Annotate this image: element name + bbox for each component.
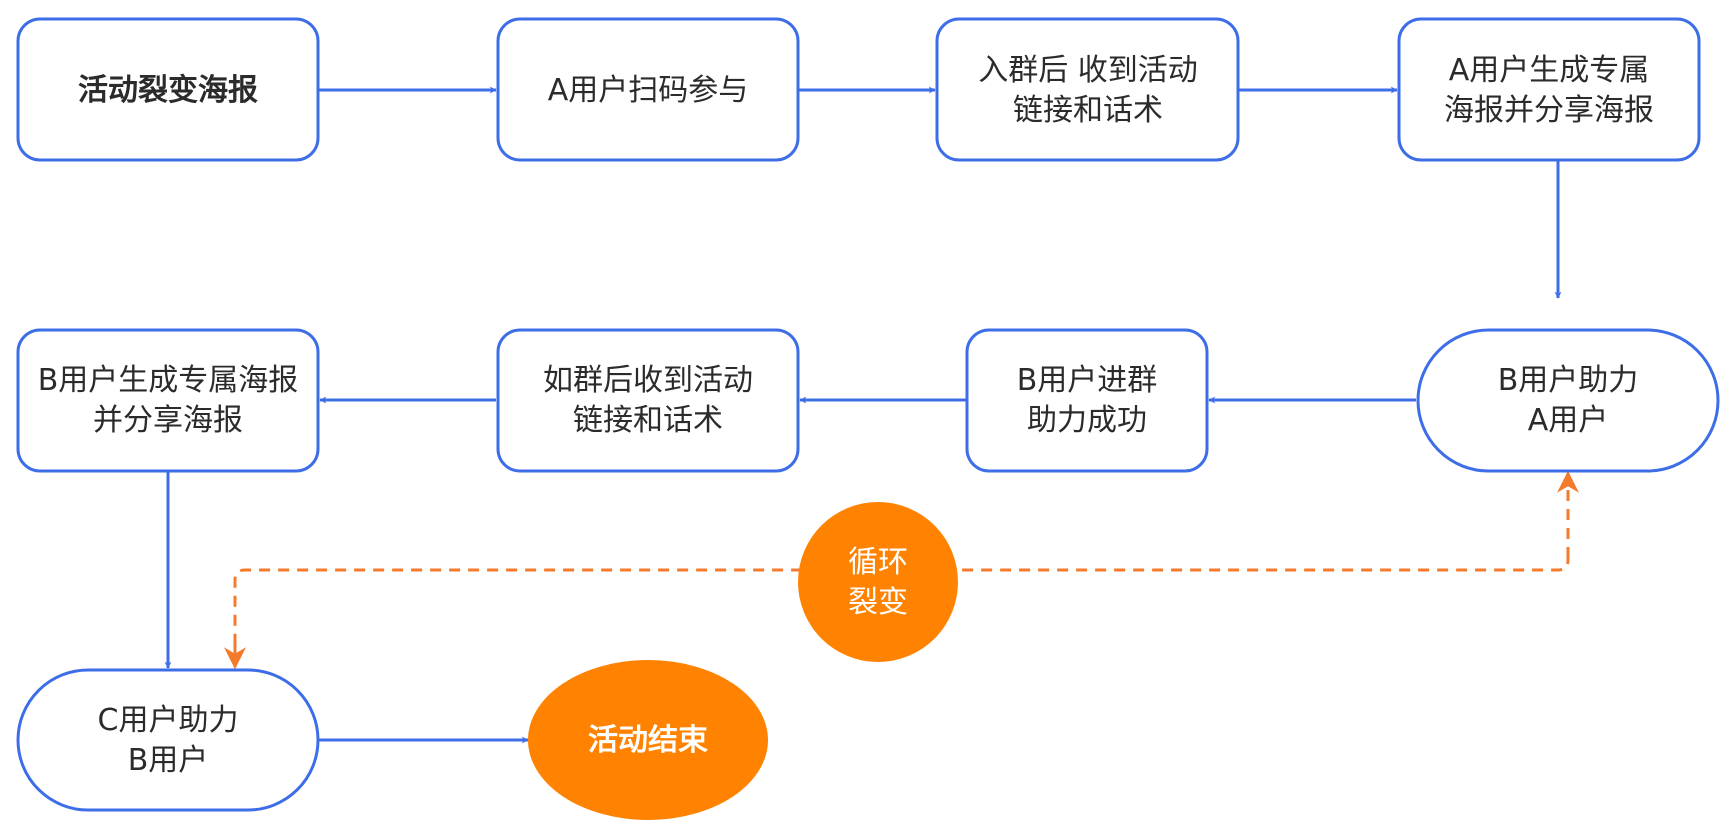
a-join-label-line-2: 链接和话术 [1013,93,1163,128]
loop-label-line-1: 循环 [848,545,908,580]
svg-text:如群后收到活动链接和话术: 如群后收到活动链接和话术 [543,363,753,438]
loop-label-line-2: 裂变 [848,585,908,620]
node-loop: 循环裂变 [798,502,958,662]
svg-text:A用户扫码参与: A用户扫码参与 [548,73,749,108]
b-poster-label-line-1: B用户生成专属海报 [38,363,299,398]
a-poster-label-line-2: 海报并分享海报 [1444,93,1654,128]
b-receive-label-line-2: 链接和话术 [573,403,723,438]
b-assist-label-line-1: B用户助力 [1498,363,1639,398]
svg-text:活动裂变海报: 活动裂变海报 [78,73,258,108]
node-start: 活动裂变海报 [16,17,320,162]
b-join-label-line-1: B用户进群 [1017,363,1158,398]
svg-text:活动结束: 活动结束 [588,723,708,758]
a-poster-label-line-1: A用户生成专属 [1449,53,1650,88]
node-a-poster: A用户生成专属海报并分享海报 [1397,17,1701,162]
c-assist-label-line-1: C用户助力 [98,703,239,738]
svg-text:B用户生成专属海报并分享海报: B用户生成专属海报并分享海报 [38,363,299,438]
svg-text:入群后 收到活动链接和话术: 入群后 收到活动链接和话术 [978,53,1198,128]
connectors [164,86,1562,744]
b-join-label-line-2: 助力成功 [1027,403,1147,438]
node-end: 活动结束 [528,660,768,820]
node-a-scan: A用户扫码参与 [496,17,800,162]
a-scan-label-line-1: A用户扫码参与 [548,73,749,108]
node-b-receive: 如群后收到活动链接和话术 [496,328,800,473]
node-b-assist: B用户助力 A用户 [1416,328,1720,473]
b-assist-label-line-2: A用户 [1528,403,1609,438]
b-poster-label-line-2: 并分享海报 [93,403,243,438]
node-b-poster: B用户生成专属海报并分享海报 [16,328,320,473]
b-receive-label-line-1: 如群后收到活动 [543,363,753,398]
svg-text:B用户进群助力成功: B用户进群助力成功 [1017,363,1158,438]
a-join-label-line-1: 入群后 收到活动 [978,53,1198,88]
svg-text:循环裂变: 循环裂变 [848,545,908,620]
svg-text:A用户生成专属海报并分享海报: A用户生成专属海报并分享海报 [1444,53,1654,128]
node-c-assist: C用户助力 B用户 [16,668,320,812]
end-label-line-1: 活动结束 [588,723,708,758]
c-assist-label-line-2: B用户 [128,743,209,778]
start-label-line-1: 活动裂变海报 [78,73,258,108]
node-a-join: 入群后 收到活动链接和话术 [935,17,1240,162]
node-b-join: B用户进群助力成功 [965,328,1209,473]
